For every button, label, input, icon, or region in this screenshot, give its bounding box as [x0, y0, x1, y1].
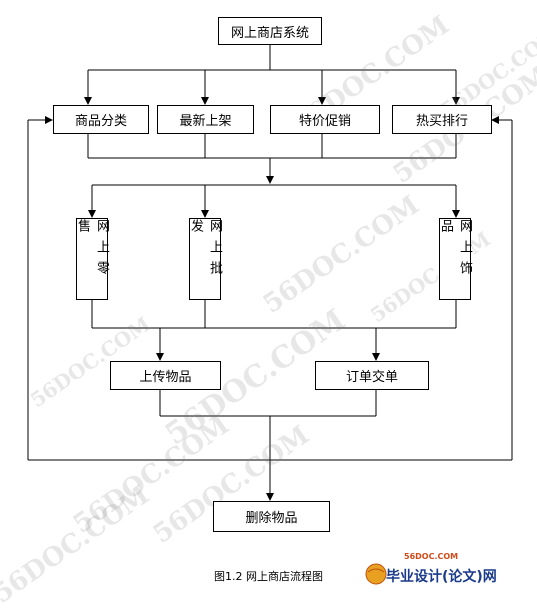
- node-online-store-system: 网上商店系统: [218, 17, 322, 45]
- node-online-accessories-label: 网上饰品: [438, 219, 472, 282]
- node-new-arrivals: 最新上架: [157, 105, 254, 134]
- figure-caption: 图1.2 网上商店流程图: [214, 570, 323, 583]
- node-submit-order: 订单交单: [315, 361, 429, 390]
- node-product-category: 商品分类: [53, 105, 149, 134]
- node-hot-ranking: 热买排行: [392, 105, 492, 134]
- node-online-wholesale: 网上批发: [188, 218, 222, 300]
- site-logo: [360, 548, 532, 590]
- node-online-wholesale-label: 网上批发: [188, 219, 222, 282]
- logo-globe-icon: [365, 563, 387, 585]
- node-online-accessories: 网上饰品: [438, 218, 472, 300]
- node-online-retail-label: 网上零售: [75, 219, 109, 282]
- logo-url: 56DOC.COM: [404, 552, 459, 561]
- flow-connectors: [27, 45, 513, 501]
- node-special-sale: 特价促销: [270, 105, 380, 134]
- node-delete-items: 删除物品: [213, 501, 330, 532]
- logo-title: 毕业设计(论文)网: [386, 569, 497, 585]
- node-upload-items: 上传物品: [110, 361, 221, 390]
- node-online-retail: 网上零售: [75, 218, 109, 300]
